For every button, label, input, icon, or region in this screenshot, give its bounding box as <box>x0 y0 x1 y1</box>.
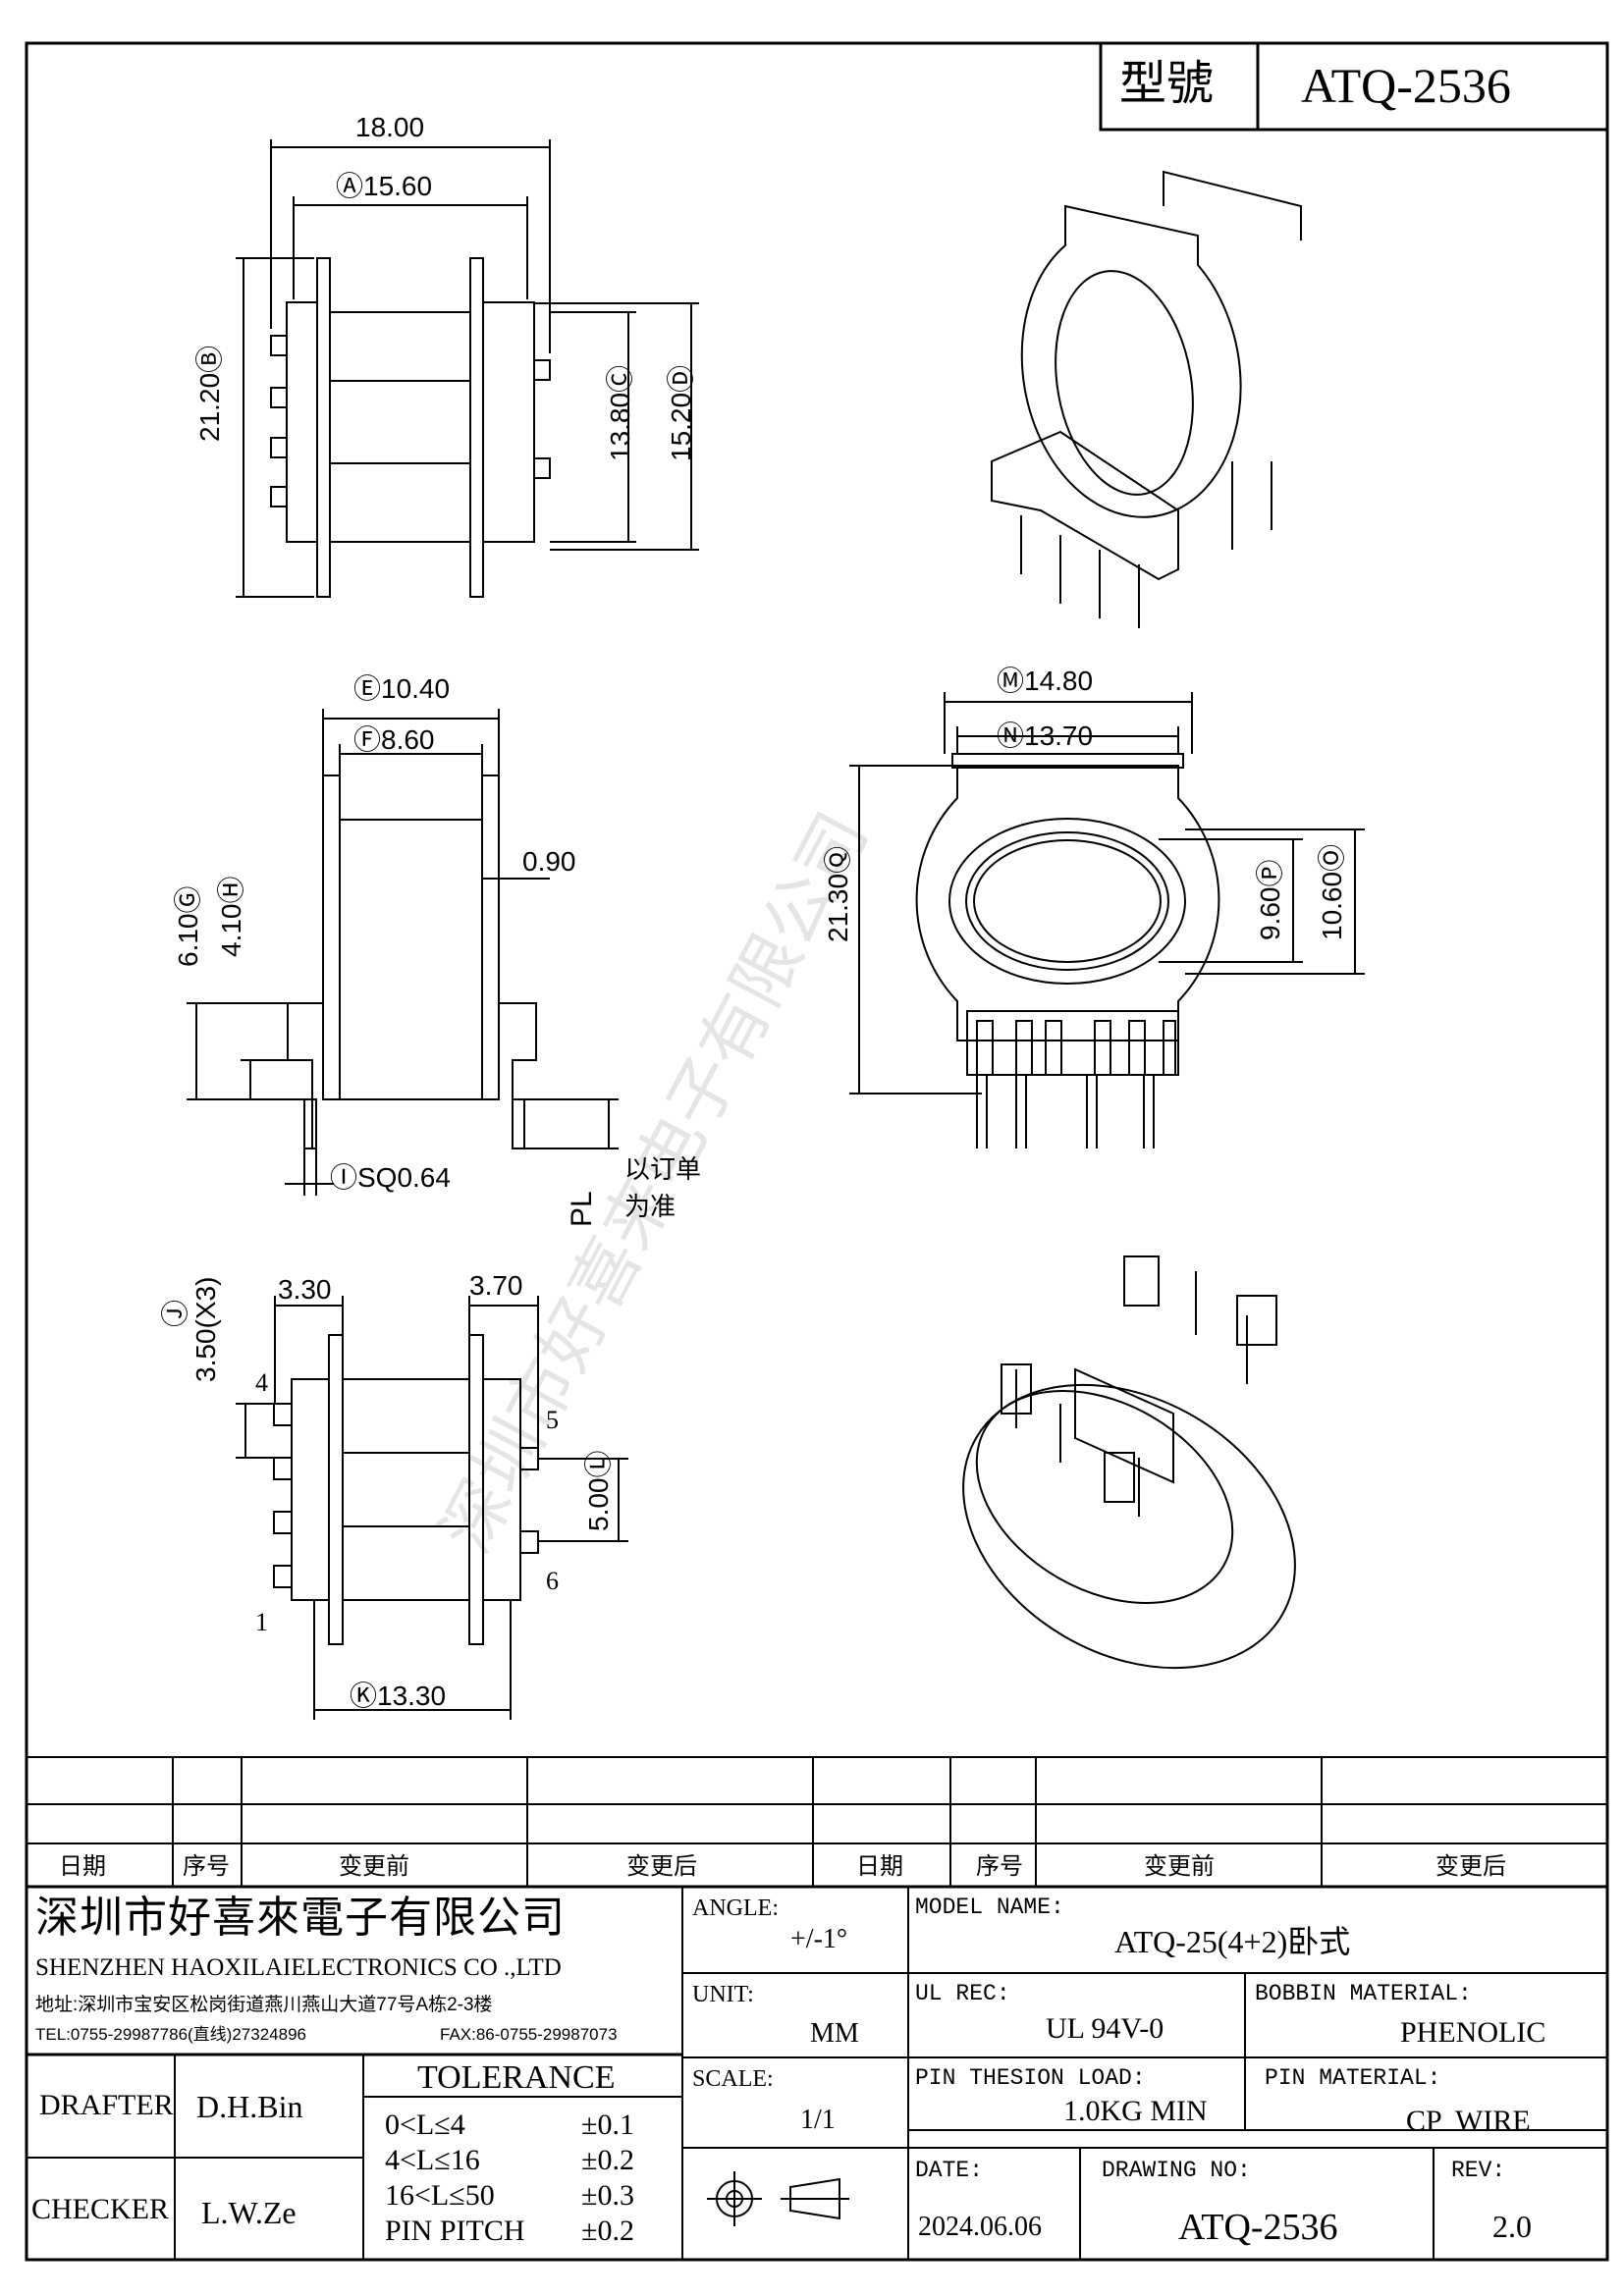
dim-j-3-50-x3: 3.50(X3) <box>190 1276 221 1382</box>
tol-range-2: 4<L≤16 <box>385 2144 480 2176</box>
date-label: DATE: <box>915 2158 984 2183</box>
model-name-value: ATQ-25(4+2)卧式 <box>1114 1924 1351 1959</box>
iso-view-bottom <box>962 1255 1296 1670</box>
rev-header-date-1: 日期 <box>59 1853 106 1880</box>
unit-value: MM <box>810 2018 859 2049</box>
angle-label: ANGLE: <box>692 1896 779 1921</box>
bottom-view <box>236 1296 628 1720</box>
pin-number-5: 5 <box>546 1406 559 1434</box>
dim-n-13-70: Ⓝ13.70 <box>997 721 1094 751</box>
rev-value: 2.0 <box>1492 2209 1532 2244</box>
company-address: 地址:深圳市宝安区松岗街道燕川燕山大道77号A栋2-3楼 <box>35 1995 493 2015</box>
company-tel: TEL:0755-29987786(直线)27324896 <box>35 2025 306 2044</box>
dim-p-9-60: 9.60Ⓟ <box>1255 859 1285 941</box>
dim-thickness-0-90: 0.90 <box>522 846 576 877</box>
company-name-en: SHENZHEN HAOXILAIELECTRONICS CO .,LTD <box>35 1954 562 1981</box>
dim-h-4-10: 4.10Ⓗ <box>216 876 246 958</box>
tol-value-1: ±0.1 <box>581 2109 634 2141</box>
dim-3-30: 3.30 <box>278 1274 332 1305</box>
dim-k-13-30: Ⓚ13.30 <box>350 1681 447 1711</box>
revision-table-grid <box>27 1756 1607 1889</box>
side-view <box>187 709 619 1196</box>
pl-note-line-2: 为准 <box>624 1192 677 1221</box>
pin-load-value: 1.0KG MIN <box>1063 2095 1208 2127</box>
pl-note-line-1: 以订单 <box>624 1154 702 1184</box>
dim-m-14-80: Ⓜ14.80 <box>997 666 1094 696</box>
tolerance-label: TOLERANCE <box>417 2059 616 2096</box>
pin-number-6: 6 <box>546 1567 559 1595</box>
scale-label: SCALE: <box>692 2066 774 2092</box>
pin-number-1: 1 <box>255 1608 268 1636</box>
rev-header-seq-2: 序号 <box>976 1853 1023 1880</box>
bobbin-material-value: PHENOLIC <box>1400 2016 1546 2049</box>
drawing-no-value: ATQ-2536 <box>1178 2207 1338 2248</box>
drafter-value: D.H.Bin <box>196 2089 303 2124</box>
pin-material-label: PIN MATERIAL: <box>1265 2065 1441 2091</box>
rev-header-after-2: 变更后 <box>1435 1853 1506 1880</box>
pin-number-4: 4 <box>255 1368 268 1397</box>
dim-c-13-80: 13.80Ⓒ <box>605 364 635 461</box>
ul-rec-label: UL REC: <box>915 1981 1010 2006</box>
bobbin-material-label: BOBBIN MATERIAL: <box>1255 1981 1472 2006</box>
dim-i-sq-0-64: ⒾSQ0.64 <box>330 1162 451 1193</box>
tol-range-1: 0<L≤4 <box>385 2109 465 2141</box>
dim-18-00: 18.00 <box>355 112 425 142</box>
dim-3-70: 3.70 <box>469 1270 523 1301</box>
rev-header-before-1: 变更前 <box>339 1853 409 1880</box>
tol-value-4: ±0.2 <box>581 2215 634 2247</box>
rev-header-seq-1: 序号 <box>183 1853 230 1880</box>
pin-load-label: PIN THESION LOAD: <box>915 2065 1146 2091</box>
ul-rec-value: UL 94V-0 <box>1046 2012 1164 2045</box>
title-block-grid <box>27 1887 1607 2260</box>
model-box-label: 型號 <box>1119 58 1215 110</box>
dim-d-15-20: 15.20Ⓓ <box>666 364 696 461</box>
tol-value-3: ±0.3 <box>581 2179 634 2212</box>
company-name-cn: 深圳市好喜來電子有限公司 <box>35 1894 566 1942</box>
model-box <box>1099 41 1609 132</box>
drafter-label: DRAFTER <box>39 2089 174 2121</box>
angle-value: +/-1° <box>790 1924 848 1954</box>
date-value: 2024.06.06 <box>918 2212 1042 2242</box>
dim-g-6-10: 6.10Ⓖ <box>173 885 203 968</box>
model-box-value: ATQ-2536 <box>1301 58 1511 113</box>
rev-header-after-1: 变更后 <box>626 1853 697 1880</box>
rev-header-date-2: 日期 <box>856 1853 903 1880</box>
dim-f-8-60: Ⓕ8.60 <box>353 724 435 755</box>
tol-range-4: PIN PITCH <box>385 2215 525 2247</box>
pin-material-value: CP WIRE <box>1406 2105 1531 2137</box>
dim-e-10-40: Ⓔ10.40 <box>353 673 451 704</box>
company-fax: FAX:86-0755-29987073 <box>440 2025 618 2044</box>
front-view <box>849 692 1365 1148</box>
tol-value-2: ±0.2 <box>581 2144 634 2176</box>
rev-header-before-2: 变更前 <box>1144 1853 1215 1880</box>
top-view <box>236 139 699 598</box>
checker-label: CHECKER <box>31 2193 170 2225</box>
unit-label: UNIT: <box>692 1982 754 2007</box>
dim-a-15-60: Ⓐ15.60 <box>336 171 433 201</box>
drawing-no-label: DRAWING NO: <box>1102 2158 1251 2183</box>
sheet-border <box>25 41 1609 2262</box>
tol-range-3: 16<L≤50 <box>385 2179 495 2212</box>
rev-label: REV: <box>1451 2158 1506 2183</box>
dim-l-5-00: 5.00Ⓛ <box>583 1450 614 1532</box>
iso-view-top <box>991 170 1302 628</box>
checker-value: L.W.Ze <box>201 2195 297 2230</box>
dim-b-21-20: 21.20Ⓑ <box>194 345 225 442</box>
dim-o-10-60: 10.60Ⓞ <box>1317 843 1347 940</box>
dim-j-marker: Ⓙ <box>160 1299 190 1327</box>
scale-value: 1/1 <box>800 2105 836 2135</box>
model-name-label: MODEL NAME: <box>915 1895 1064 1920</box>
